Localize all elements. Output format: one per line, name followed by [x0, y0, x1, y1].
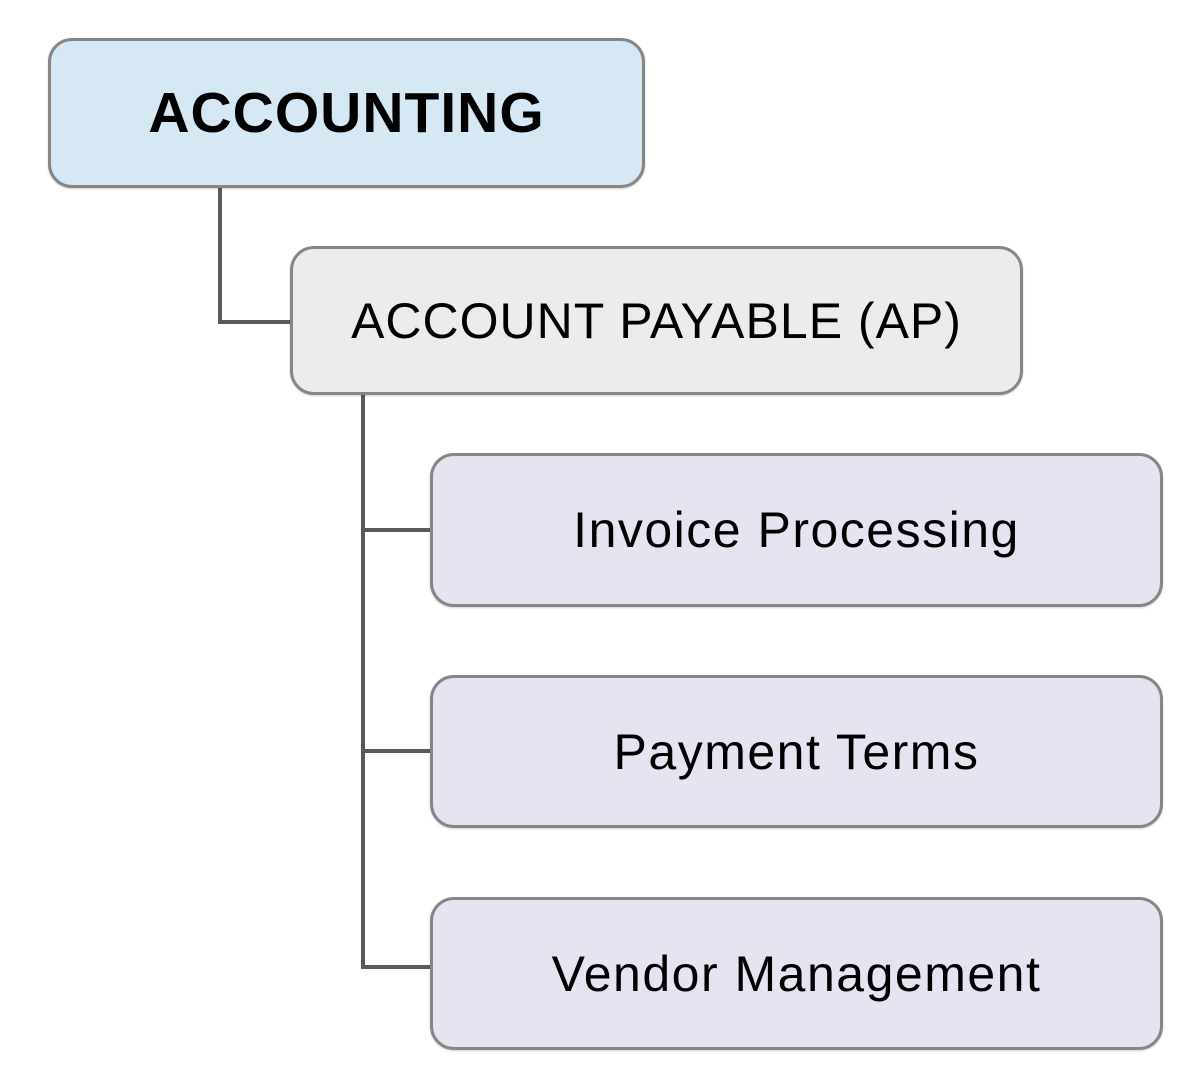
node-invoice-processing-label: Invoice Processing — [573, 502, 1020, 558]
node-accounting-label: ACCOUNTING — [148, 81, 545, 145]
node-invoice-processing: Invoice Processing — [430, 453, 1163, 607]
node-vendor-management-label: Vendor Management — [551, 945, 1042, 1002]
connector-root-vertical — [218, 186, 222, 324]
node-vendor-management: Vendor Management — [430, 897, 1163, 1050]
node-payment-terms: Payment Terms — [430, 675, 1163, 828]
node-account-payable-label: ACCOUNT PAYABLE (AP) — [351, 292, 962, 349]
connector-branch-payment — [361, 749, 434, 753]
connector-root-horizontal — [218, 320, 294, 324]
node-payment-terms-label: Payment Terms — [613, 723, 980, 780]
connector-branch-invoice — [361, 528, 434, 532]
connector-trunk-vertical — [361, 393, 365, 969]
node-accounting: ACCOUNTING — [48, 38, 645, 188]
node-account-payable: ACCOUNT PAYABLE (AP) — [290, 246, 1023, 395]
connector-branch-vendor — [361, 965, 434, 969]
